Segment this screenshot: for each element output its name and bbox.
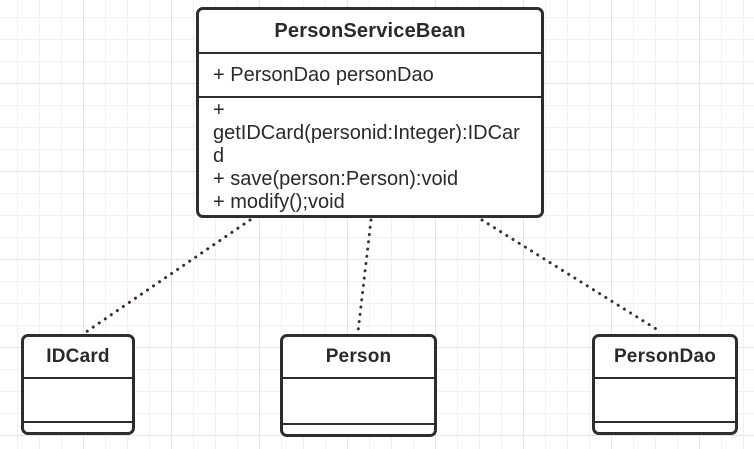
dependency-connector-idcard[interactable] — [84, 218, 252, 334]
methods-compartment — [595, 423, 735, 432]
class-name: PersonDao — [595, 337, 735, 379]
attribute-item: + PersonDao personDao — [213, 63, 434, 86]
attributes-compartment — [24, 379, 132, 423]
class-name: PersonServiceBean — [199, 10, 541, 54]
methods-compartment — [24, 423, 132, 432]
method-item: + getIDCard(personid:Integer):IDCard — [213, 99, 520, 167]
class-box-person[interactable]: Person — [280, 334, 437, 437]
attributes-compartment — [595, 379, 735, 423]
dependency-connector-person[interactable] — [356, 218, 373, 334]
class-name: IDCard — [24, 337, 132, 379]
methods-compartment — [283, 425, 434, 434]
attributes-compartment: + PersonDao personDao — [199, 54, 541, 98]
dependency-connector-persondao[interactable] — [480, 218, 663, 334]
method-item: + save(person:Person):void — [213, 168, 459, 190]
methods-compartment: + getIDCard(personid:Integer):IDCard + s… — [199, 98, 541, 215]
method-item: + modify();void — [213, 191, 345, 213]
class-box-persondao[interactable]: PersonDao — [592, 334, 738, 435]
class-box-personservicebean[interactable]: PersonServiceBean + PersonDao personDao … — [196, 7, 544, 218]
attributes-compartment — [283, 379, 434, 425]
class-box-idcard[interactable]: IDCard — [21, 334, 135, 435]
class-name: Person — [283, 337, 434, 379]
